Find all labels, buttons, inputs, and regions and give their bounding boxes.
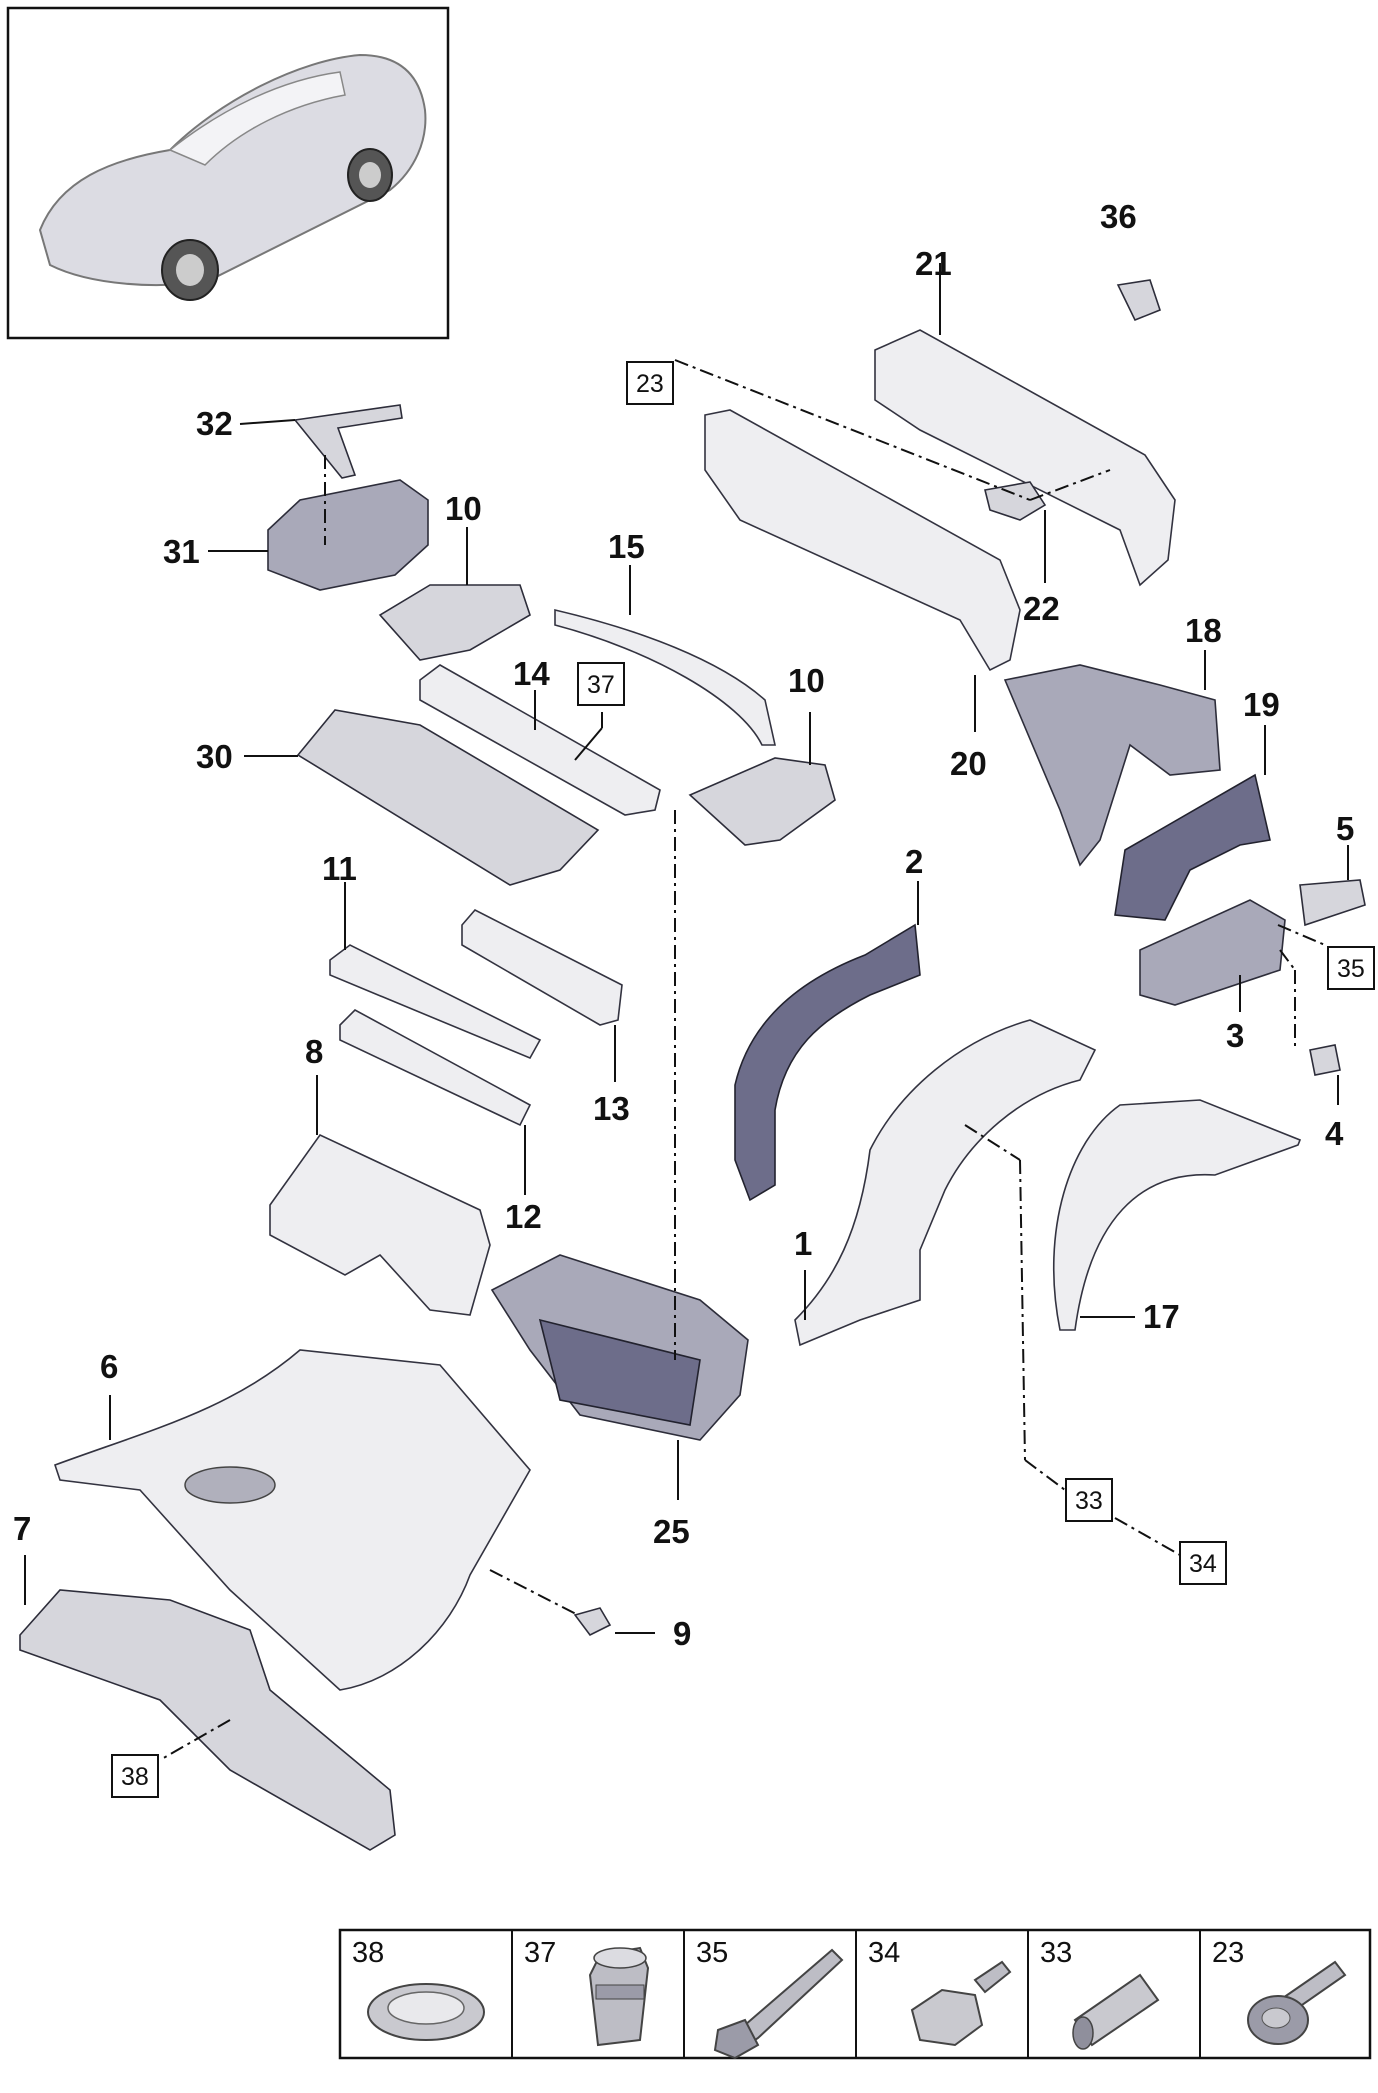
part-20-crossbeam [704,409,1021,672]
vehicle-thumbnail [6,6,450,340]
svg-text:34: 34 [1189,1550,1217,1578]
part-9-clip [573,1607,612,1637]
callout-32: 32 [196,405,233,442]
svg-text:35: 35 [696,1937,728,1969]
boxed-ref-38: 38 [111,1754,159,1798]
dashdot-lines [159,359,1326,1761]
part-1-wheelhouse [794,1019,1097,1347]
callout-6: 6 [100,1348,118,1385]
hex-bolt-icon [910,1960,1012,2047]
callout-14: 14 [513,655,550,692]
callout-30: 30 [196,738,233,775]
callout-7: 7 [13,1510,31,1547]
callout-31: 31 [163,533,200,570]
callout-10-left: 10 [445,490,482,527]
callout-2: 2 [905,843,923,880]
callout-13: 13 [593,1090,630,1127]
svg-text:35: 35 [1337,955,1365,983]
part-21-crossbeam [874,329,1176,587]
callout-25: 25 [653,1513,690,1550]
svg-text:38: 38 [352,1937,384,1969]
part-30-tray [296,709,600,886]
part-3-rail [1139,899,1286,1006]
callout-19: 19 [1243,686,1280,723]
part-22-bracket [984,481,1047,521]
part-36-cap [1116,279,1161,322]
part-31-box [267,479,429,591]
callout-20: 20 [950,745,987,782]
part-15-rail [554,608,776,746]
svg-text:34: 34 [868,1937,900,1969]
legend-cell-34: 34 [868,1937,1012,2047]
boxed-ref-37: 37 [577,662,625,706]
plug-clip-icon [588,1946,650,2047]
part-7-sill [19,1589,396,1851]
part-32-bracket [293,404,403,479]
callout-5: 5 [1336,810,1354,847]
callout-9: 9 [673,1615,691,1652]
legend-cell-37: 37 [524,1937,650,2047]
part-17-liner [1052,1099,1302,1331]
boxed-ref-35: 35 [1327,946,1375,990]
callout-3: 3 [1226,1017,1244,1054]
sleeve-icon [1072,1973,1160,2050]
legend-cell-35: 35 [696,1937,844,2060]
legend-cell-38: 38 [352,1937,485,2041]
leader-lines [24,263,1349,1634]
callout-labels: 1 2 3 4 5 6 7 8 9 10 10 11 12 13 14 15 1… [13,198,1354,1652]
boxed-ref-23: 23 [626,361,674,405]
svg-text:37: 37 [587,671,615,699]
callout-18: 18 [1185,612,1222,649]
part-10-right-pan [688,757,836,846]
callout-22: 22 [1023,590,1060,627]
svg-text:38: 38 [121,1763,149,1791]
part-12-bar [339,1009,532,1127]
svg-text:23: 23 [1212,1937,1244,1969]
fastener-legend: 38 37 35 34 [338,1928,1372,2060]
svg-text:33: 33 [1040,1937,1072,1969]
part-8-panel [269,1133,491,1316]
callout-4: 4 [1325,1115,1344,1152]
legend-cell-33: 33 [1040,1937,1160,2050]
callout-12: 12 [505,1198,542,1235]
part-14-crossmember [419,664,661,816]
svg-text:37: 37 [524,1937,556,1969]
long-bolt-icon [713,1948,844,2060]
part-4-clip [1309,1044,1341,1076]
svg-text:23: 23 [636,370,664,398]
callout-10-right: 10 [788,662,825,699]
part-10-left-pan [378,584,531,661]
boxed-references: 23 37 35 33 34 38 [111,361,1375,1798]
oval-grommet-icon [367,1983,485,2041]
part-25-well [490,1254,749,1441]
weld-stud-icon [1247,1960,1347,2045]
part-18-pillar [1003,664,1221,867]
callout-36: 36 [1100,198,1137,235]
car-icon [38,53,427,301]
part-2-wheelhouse [734,923,921,1202]
part-19-panel [1114,773,1271,921]
callout-8: 8 [305,1033,323,1070]
boxed-ref-33: 33 [1065,1478,1113,1522]
callout-11: 11 [322,850,357,887]
legend-cell-23: 23 [1212,1937,1347,2045]
callout-21: 21 [915,245,952,282]
part-6-floor [53,1349,531,1691]
part-13-channel [461,909,623,1026]
part-11-bar [329,944,542,1060]
callout-15: 15 [608,528,645,565]
boxed-ref-34: 34 [1179,1541,1227,1585]
svg-text:33: 33 [1075,1487,1103,1515]
callout-17: 17 [1143,1298,1180,1335]
part-5-bracket [1299,879,1366,927]
callout-1: 1 [794,1225,812,1262]
